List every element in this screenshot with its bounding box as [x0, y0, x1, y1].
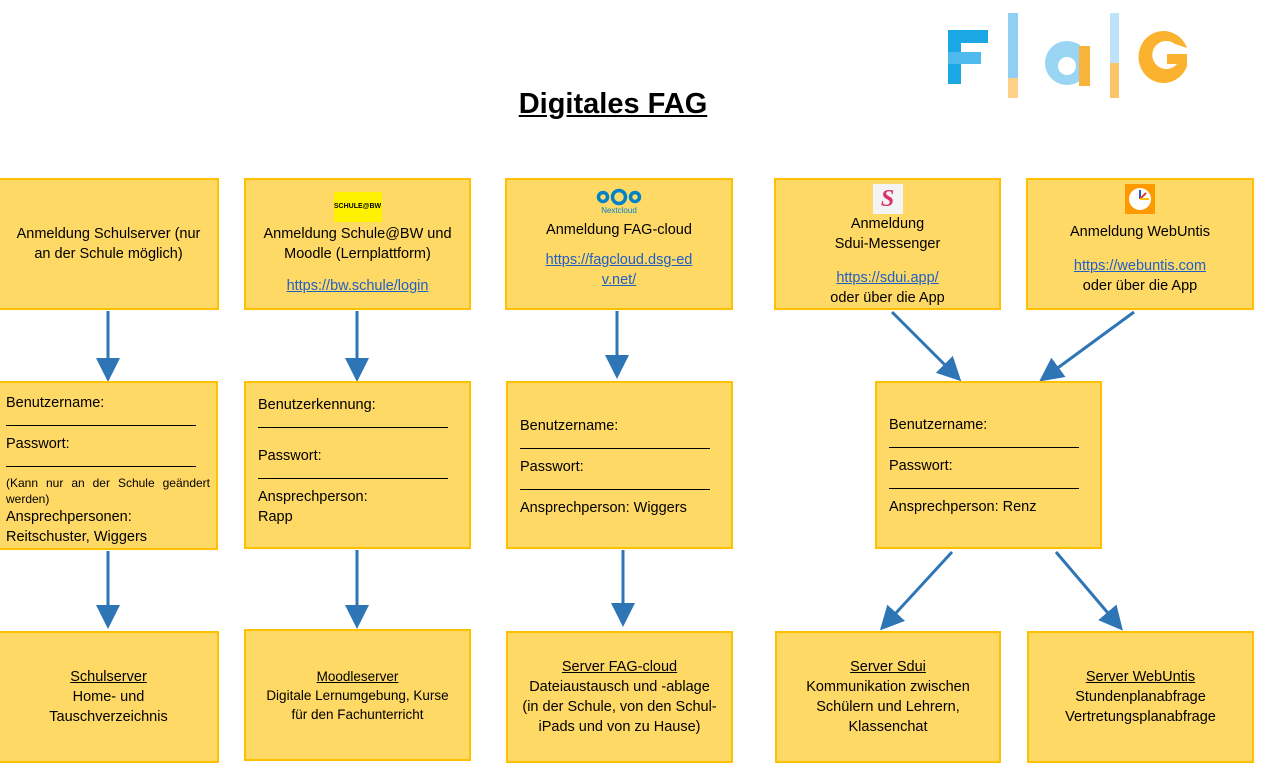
credentials-box-sdui-webuntis: Benutzername: Passwort: Ansprechperson: …	[875, 381, 1102, 549]
server-desc: Stundenplanabfrage	[1075, 689, 1206, 705]
server-box-webuntis: Server WebUntis Stundenplanabfrage Vertr…	[1027, 631, 1254, 763]
login-box-moodle: SCHULE@BW Anmeldung Schule@BW und Moodle…	[244, 178, 471, 310]
credentials-box-schulserver: Benutzername: Passwort: (Kann nur an der…	[0, 381, 218, 550]
contact-label: Ansprechperson:	[258, 489, 368, 505]
username-label: Benutzername:	[520, 418, 619, 434]
login-link[interactable]: https://fagcloud.dsg-edv.net/	[545, 252, 693, 288]
server-box-fagcloud: Server FAG-cloud Dateiaustausch und -abl…	[506, 631, 733, 763]
password-blank	[6, 454, 196, 467]
server-box-sdui: Server Sdui Kommunikation zwischen Schül…	[775, 631, 1001, 763]
password-blank	[889, 476, 1079, 489]
password-blank	[520, 477, 710, 490]
arrow	[1039, 310, 1135, 382]
server-title: Server FAG-cloud	[561, 659, 678, 675]
sdui-icon: S	[872, 184, 903, 214]
server-title: Server Sdui	[850, 659, 926, 675]
username-blank	[258, 415, 448, 428]
username-label: Benutzername:	[6, 395, 105, 411]
arrow	[1054, 551, 1123, 631]
login-text: Sdui-Messenger	[834, 236, 941, 252]
server-box-schulserver: Schulserver Home- und Tauschverzeichnis	[0, 631, 219, 763]
server-desc: Kommunikation zwischen Schülern und Lehr…	[806, 679, 970, 735]
credentials-box-moodle: Benutzerkennung: Passwort: Ansprechperso…	[244, 381, 471, 549]
login-text: Anmeldung WebUntis	[1070, 224, 1210, 240]
contact: Rapp	[258, 509, 293, 525]
username-label: Benutzerkennung:	[258, 397, 376, 413]
server-desc: Home- und Tauschverzeichnis	[49, 689, 168, 725]
server-title: Moodleserver	[316, 668, 399, 684]
schule-at-bw-logo-icon: SCHULE@BW	[333, 192, 382, 222]
login-link[interactable]: https://sdui.app/	[836, 270, 939, 286]
server-desc: Dateiaustausch und -ablage (in der Schul…	[522, 679, 717, 735]
server-title: Schulserver	[70, 669, 147, 685]
arrow	[879, 550, 954, 631]
arrow	[890, 310, 962, 382]
login-text: Anmeldung FAG-cloud	[546, 222, 692, 238]
login-box-schulserver: Anmeldung Schulserver (nur an der Schule…	[0, 178, 219, 310]
nextcloud-label: Nextcloud	[601, 206, 637, 215]
login-link[interactable]: https://webuntis.com	[1073, 258, 1207, 274]
app-hint: oder über die App	[1082, 278, 1198, 294]
login-box-sdui: S Anmeldung Sdui-Messenger https://sdui.…	[774, 178, 1001, 310]
login-box-webuntis: Anmeldung WebUntis https://webuntis.com …	[1026, 178, 1254, 310]
username-label: Benutzername:	[889, 417, 988, 433]
fag-logo	[948, 13, 1187, 98]
nextcloud-icon	[596, 188, 642, 206]
server-desc: Digitale Lernumgebung, Kurse für den Fac…	[266, 687, 449, 722]
server-box-moodle: Moodleserver Digitale Lernumgebung, Kurs…	[244, 629, 471, 761]
contact-label: Ansprechpersonen:	[6, 509, 132, 525]
credentials-box-fagcloud: Benutzername: Passwort: Ansprechperson: …	[506, 381, 733, 549]
login-text: Anmeldung Schulserver (nur an der Schule…	[16, 226, 201, 262]
page-title: Digitales FAG	[518, 88, 708, 120]
app-hint: oder über die App	[830, 290, 945, 306]
password-label: Passwort:	[258, 448, 322, 464]
password-label: Passwort:	[6, 436, 70, 452]
note: (Kann nur an der Schule geändert werden)	[6, 476, 210, 506]
username-blank	[520, 436, 710, 449]
password-label: Passwort:	[889, 458, 953, 474]
login-link[interactable]: https://bw.schule/login	[286, 278, 429, 294]
login-text: Anmeldung Schule@BW und Moodle (Lernplat…	[263, 226, 452, 262]
login-text: Anmeldung	[850, 216, 925, 232]
server-desc: Vertretungsplanabfrage	[1065, 709, 1216, 725]
password-label: Passwort:	[520, 459, 584, 475]
username-blank	[889, 435, 1079, 448]
contact: Ansprechperson: Wiggers	[520, 500, 687, 516]
password-blank	[258, 466, 448, 479]
contact: Reitschuster, Wiggers	[6, 529, 148, 545]
login-box-fagcloud: Nextcloud Anmeldung FAG-cloud https://fa…	[505, 178, 733, 310]
username-blank	[6, 413, 196, 426]
contact: Ansprechperson: Renz	[889, 499, 1037, 515]
webuntis-clock-icon	[1125, 184, 1155, 214]
server-title: Server WebUntis	[1085, 669, 1196, 685]
